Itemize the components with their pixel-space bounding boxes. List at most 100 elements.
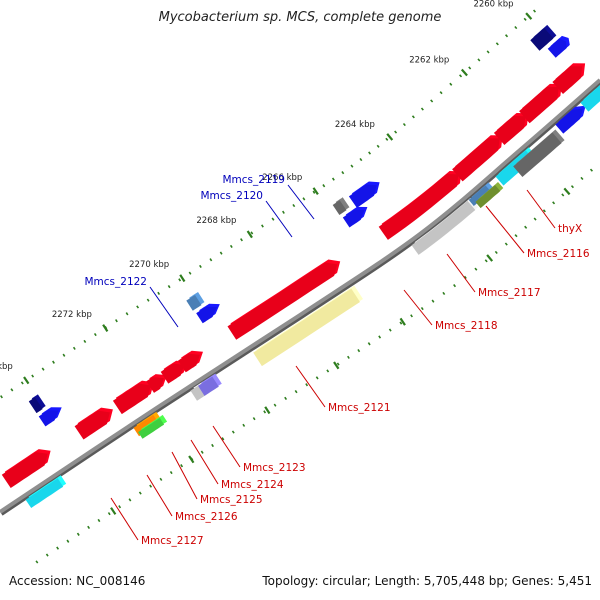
gene-label-mmcs-2123: Mmcs_2123 — [243, 462, 306, 474]
tick-mark — [474, 267, 478, 271]
tick-mark — [209, 258, 213, 262]
tick-mark — [271, 217, 275, 221]
gene-box-blue — [547, 35, 570, 58]
tick-mark — [376, 144, 380, 148]
tick-mark — [229, 244, 233, 249]
major-tick-mark — [264, 406, 271, 415]
tick-mark — [486, 50, 490, 54]
tick-mark — [524, 225, 528, 229]
tick-mark — [315, 376, 319, 380]
tick-mark — [167, 284, 171, 289]
tick-mark — [149, 484, 153, 488]
tick-label: 2270 kbp — [129, 260, 169, 270]
major-tick-mark — [246, 230, 253, 239]
tick-mark — [514, 25, 518, 30]
major-tick-mark — [563, 187, 571, 196]
tick-mark — [62, 353, 66, 357]
gene-mmcs-2122-box — [186, 292, 205, 311]
tick-mark — [570, 185, 574, 189]
gene-label-mmcs-2122: Mmcs_2122 — [84, 276, 147, 288]
tick-mark — [0, 395, 3, 399]
gene-box-red — [178, 350, 203, 373]
tick-mark — [87, 525, 91, 530]
tick-mark — [411, 115, 415, 119]
tick-mark — [231, 430, 235, 434]
tick-mark — [552, 201, 556, 205]
tick-mark — [41, 367, 45, 371]
major-tick-mark — [399, 317, 406, 326]
gene-box-red — [519, 83, 562, 124]
tick-mark — [477, 58, 481, 62]
tick-mark — [261, 224, 264, 228]
tick-mark — [138, 491, 142, 495]
tick-mark — [368, 151, 372, 155]
gene-mmcs-2121-inner-box — [253, 285, 363, 367]
major-tick-mark — [102, 324, 109, 332]
tick-label: 2264 kbp — [335, 120, 375, 130]
tick-mark — [97, 518, 101, 523]
gene-box-blue — [555, 105, 586, 134]
tick-mark — [410, 314, 413, 318]
tick-mark — [385, 137, 389, 141]
gene-mmcs-2119-box — [342, 206, 368, 228]
tick-mark — [93, 332, 97, 337]
map-title: Mycobacterium sp. MCS, complete genome — [158, 10, 442, 25]
leader-line — [212, 425, 241, 468]
tick-mark — [394, 130, 398, 134]
tick-mark — [505, 34, 509, 38]
gene-mmcs-2120-box — [332, 197, 350, 215]
tick-marks — [0, 9, 593, 564]
tick-mark — [31, 374, 35, 378]
tick-mark — [56, 546, 60, 550]
tick-mark — [347, 355, 350, 359]
tick-mark — [292, 203, 296, 208]
tick-mark — [442, 291, 446, 296]
major-tick-mark — [486, 254, 494, 262]
leader-line — [446, 253, 476, 293]
tick-mark — [326, 369, 330, 373]
gene-box-red — [552, 63, 586, 94]
tick-mark — [180, 464, 184, 468]
tick-label: 2260 kbp — [473, 0, 513, 9]
leader-line — [110, 497, 139, 541]
gene-mmcs-2116-box — [468, 182, 494, 206]
tick-mark — [514, 234, 518, 238]
gene-box-red — [160, 360, 188, 384]
tick-label: 2262 kbp — [409, 56, 449, 66]
gene-label-mmcs-2127: Mmcs_2127 — [141, 535, 204, 547]
gene-label-mmcs-2118: Mmcs_2118 — [435, 320, 498, 332]
gene-box-navy — [28, 394, 46, 414]
tick-mark — [388, 328, 392, 332]
tick-mark — [66, 539, 70, 543]
tick-mark — [52, 360, 55, 364]
leader-line — [287, 184, 315, 220]
tick-mark — [128, 498, 132, 502]
tick-mark — [322, 184, 326, 188]
gene-box-gray — [513, 129, 565, 177]
tick-mark — [219, 251, 223, 255]
major-tick-mark — [179, 274, 186, 283]
gene-mmcs-2126-box — [133, 411, 162, 437]
tick-mark — [250, 231, 254, 235]
tick-mark — [35, 560, 39, 564]
tick-mark — [459, 74, 463, 78]
leader-line — [171, 451, 198, 500]
tick-mark — [402, 122, 406, 127]
major-tick-mark — [333, 361, 340, 370]
tick-mark — [211, 443, 214, 448]
tick-mark — [350, 164, 354, 168]
gene-mmcs-2117-box — [411, 197, 479, 255]
tick-mark — [504, 242, 508, 246]
leader-line — [149, 286, 179, 328]
tick-mark — [76, 532, 80, 536]
tick-mark — [399, 321, 403, 325]
tick-mark — [357, 348, 361, 353]
gene-mmcs-2124-box — [198, 373, 222, 396]
major-tick-mark — [110, 507, 117, 515]
gene-label-mmcs-2121: Mmcs_2121 — [328, 402, 391, 414]
genome-backbone — [0, 78, 600, 514]
tick-mark — [468, 66, 472, 70]
tick-mark — [294, 389, 298, 394]
tick-mark — [331, 177, 335, 181]
